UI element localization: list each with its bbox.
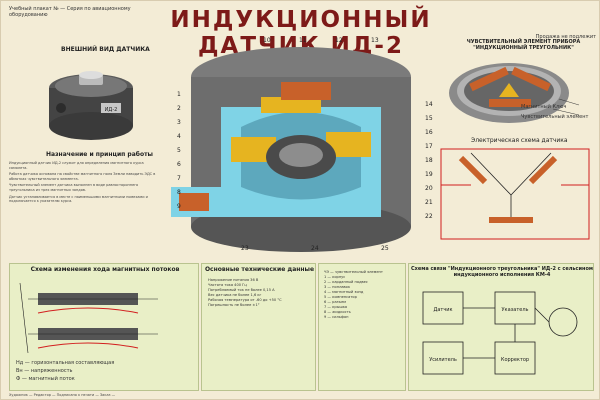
callout-7: 7 (177, 175, 181, 182)
connection-caption: Схема связи "Индукционного треугольника"… (410, 266, 594, 278)
callout-15: 15 (425, 115, 433, 122)
electrical-diagram-caption: Электрическая схема датчика (471, 137, 568, 144)
diagram-coil-top-right (528, 155, 558, 185)
callout-3: 3 (177, 119, 181, 126)
callout-18: 18 (425, 157, 433, 164)
sensing-label-element: Чувствительный элемент (521, 114, 589, 120)
footnote: Художник — Редактор — Подписано к печати… (9, 393, 116, 397)
coil-bottom (489, 99, 531, 107)
callout-22: 22 (425, 213, 433, 220)
callout-8: 8 (177, 189, 181, 196)
legend-item: 5 — компенсатор (324, 295, 357, 299)
specs-panel: Основные технические данные Напряжение п… (201, 263, 316, 391)
coil-right (511, 66, 551, 92)
callout-11: 11 (299, 37, 307, 44)
diagram-coil-bottom (489, 217, 533, 223)
purpose-paragraph: Индукционный датчик ИД-2 служит для опре… (9, 161, 144, 170)
electrical-diagram (440, 148, 590, 240)
spec-row: Рабочая температура от -60 до +50 °C (208, 298, 282, 302)
purpose-paragraph: Датчик устанавливается в месте с наимень… (9, 194, 148, 204)
legend-item: 2 — карданный подвес (324, 280, 368, 284)
spec-row: Вес датчика не более 1,6 кг (208, 293, 262, 297)
header-note: Учебный плакат № — Серия по авиационному… (9, 6, 131, 18)
legend-item: 8 — жидкость (324, 310, 351, 314)
callout-16: 16 (425, 129, 433, 136)
legend-item: 9 — сильфон (324, 315, 349, 319)
callout-23: 23 (241, 245, 249, 252)
legend-item: ЧЭ — чувствительный элемент (324, 270, 383, 274)
connection-panel: Схема связи "Индукционного треугольника"… (408, 263, 594, 391)
callout-4: 4 (177, 133, 181, 140)
conn-label-1: Датчик (433, 307, 452, 313)
flux-label-1: Нд — горизонтальная составляющая (16, 360, 115, 366)
connection-diagram: Датчик Указатель Усилитель Корректор (422, 291, 578, 375)
magnetic-flux-caption: Схема изменения хода магнитных потоков (30, 266, 180, 273)
spec-row: Напряжение питания 36 В (208, 278, 259, 282)
spec-row: Погрешность не более ±1° (208, 303, 260, 307)
callout-9: 9 (177, 203, 181, 210)
callout-6: 6 (177, 161, 181, 168)
purpose-paragraph: Чувствительный элемент датчика выполнен … (9, 183, 139, 192)
legend-item: 4 — магнитный зонд (324, 290, 364, 294)
callout-20: 20 (425, 185, 433, 192)
purpose-paragraph: Работа датчика основана на свойстве магн… (9, 172, 156, 181)
device-plate-label: ИД-2 (105, 107, 118, 113)
legend-item: 6 — разъем (324, 300, 347, 304)
legend-item: 1 — корпус (324, 275, 346, 279)
flux-label-3: Ф — магнитный поток (16, 376, 75, 382)
callout-14: 14 (425, 101, 433, 108)
conn-label-3: Усилитель (429, 357, 457, 363)
callout-24: 24 (311, 245, 319, 252)
legend-list: ЧЭ — чувствительный элемент 1 — корпус 2… (324, 270, 404, 320)
purpose-caption: Назначение и принцип работы (46, 151, 153, 158)
gold-part-top (261, 97, 321, 113)
callout-19: 19 (425, 171, 433, 178)
external-view-caption: ВНЕШНИЙ ВИД ДАТЧИКА (61, 46, 150, 53)
spec-row: Частота тока 400 Гц (208, 283, 247, 287)
sensing-label-key: Магнитный Ключ (521, 104, 567, 110)
conn-label-4: Корректор (501, 357, 529, 363)
sensing-element-caption: ЧУВСТВИТЕЛЬНЫЙ ЭЛЕМЕНТ ПРИБОРА "ИНДУКЦИО… (466, 39, 581, 51)
external-view-drawing: ИД-2 (49, 71, 133, 140)
purpose-text: Индукционный датчик ИД-2 служит для опре… (9, 161, 159, 206)
legend-panel: ЧЭ — чувствительный элемент 1 — корпус 2… (318, 263, 406, 391)
poster-title: ИНДУКЦИОННЫЙ ДАТЧИК ИД-2 (170, 7, 432, 59)
magnetic-flux-drawing (19, 282, 158, 354)
specs-list: Напряжение питания 36 В Частота тока 400… (208, 278, 313, 308)
legend-item: 3 — поплавок (324, 285, 351, 289)
diagram-coil-top-left (458, 155, 488, 185)
callout-21: 21 (425, 199, 433, 206)
main-cutaway-drawing (171, 47, 411, 252)
flux-label-2: Вн — напряженность (16, 368, 73, 374)
callout-17: 17 (425, 143, 433, 150)
coil-left (469, 66, 509, 92)
callout-10: 10 (263, 37, 271, 44)
callout-5: 5 (177, 147, 181, 154)
header-right-note: Продажа не подлежит (535, 34, 596, 40)
callout-1: 1 (177, 91, 181, 98)
legend-item: 7 — крышка (324, 305, 348, 309)
sensing-element-drawing (449, 63, 580, 123)
callout-25: 25 (381, 245, 389, 252)
spec-row: Потребляемый ток не более 0,15 А (208, 288, 275, 292)
callout-13: 13 (371, 37, 379, 44)
callout-2: 2 (177, 105, 181, 112)
specs-caption: Основные технические данные (204, 266, 315, 273)
magnetic-flux-panel: Схема изменения хода магнитных потоков Н… (9, 263, 199, 391)
coil-cutaway (281, 82, 331, 100)
conn-label-2: Указатель (502, 307, 529, 313)
callout-12: 12 (335, 37, 343, 44)
